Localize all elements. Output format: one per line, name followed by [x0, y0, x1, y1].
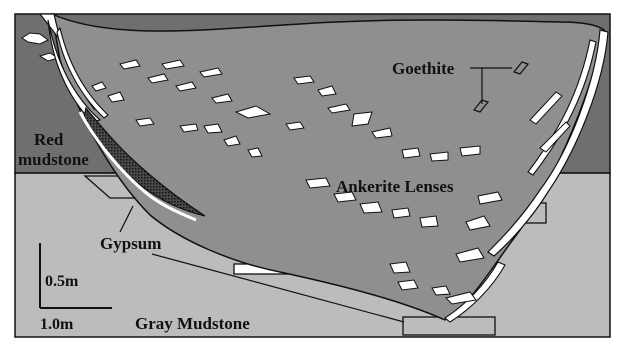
lens [136, 118, 154, 126]
lens [402, 148, 420, 158]
red-mudstone-label-line1: Red [34, 130, 64, 149]
lens [180, 124, 198, 132]
lens [430, 152, 448, 161]
lens [306, 178, 330, 188]
gypsum-label: Gypsum [100, 234, 161, 253]
lens [392, 208, 410, 218]
gray-mudstone-label: Gray Mudstone [135, 314, 250, 333]
scale-vertical-label: 0.5m [45, 273, 79, 290]
lens [286, 122, 304, 130]
goethite-label: Goethite [392, 59, 455, 78]
lens [360, 202, 382, 213]
lens [398, 280, 418, 290]
scale-horizontal-label: 1.0m [40, 316, 74, 333]
ankerite-lenses-label: Ankerite Lenses [336, 177, 454, 196]
lens [294, 76, 314, 84]
lens [390, 262, 410, 273]
lens [420, 216, 438, 227]
red-mudstone-label-line2: mudstone [18, 150, 89, 169]
lens [460, 146, 480, 156]
